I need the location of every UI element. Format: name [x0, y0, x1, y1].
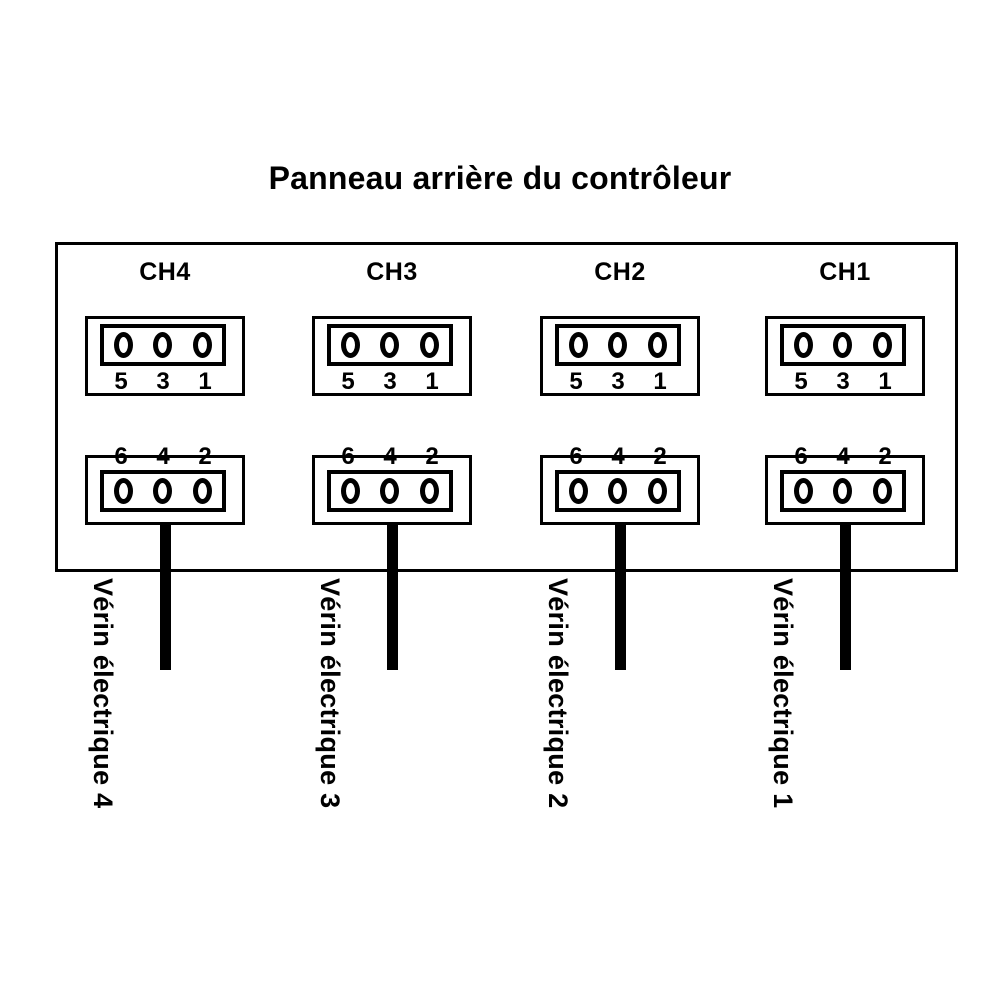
pin-ch2-5[interactable]	[569, 332, 589, 358]
pin-housing-ch2-top	[555, 324, 681, 366]
connector-ch1-bottom[interactable]: 6 4 2	[765, 445, 925, 525]
cable-ch1	[840, 525, 851, 670]
pin-ch2-6[interactable]	[569, 478, 589, 504]
connector-ch3-top[interactable]: 5 3 1	[312, 316, 472, 396]
pin-ch4-5[interactable]	[114, 332, 134, 358]
pin-housing-ch1-top	[780, 324, 906, 366]
pin-numbers-ch2-top: 5 3 1	[555, 370, 681, 394]
pin-ch4-3[interactable]	[153, 332, 173, 358]
pin-number-ch2-2: 2	[653, 443, 667, 470]
channel-group-ch1: CH1 5 3 1 6 4 2	[765, 0, 925, 1000]
pin-number-ch2-5: 5	[569, 368, 583, 395]
pin-number-ch4-3: 3	[156, 368, 170, 395]
pin-housing-ch3-bottom	[327, 470, 453, 512]
connector-ch1-top[interactable]: 5 3 1	[765, 316, 925, 396]
channel-label-ch4: CH4	[139, 258, 191, 286]
pin-ch4-6[interactable]	[114, 478, 134, 504]
pin-ch1-1[interactable]	[872, 332, 892, 358]
channel-group-ch2: CH2 5 3 1 6 4 2	[540, 0, 700, 1000]
actuator-label-ch2: Vérin électrique 2	[543, 578, 573, 809]
pin-ch1-4[interactable]	[833, 478, 853, 504]
pin-numbers-ch3-bottom: 6 4 2	[327, 445, 453, 469]
pin-ch3-3[interactable]	[380, 332, 400, 358]
pin-number-ch2-6: 6	[569, 443, 583, 470]
pin-housing-ch4-top	[100, 324, 226, 366]
pin-number-ch3-4: 4	[383, 443, 397, 470]
actuator-label-ch3: Vérin électrique 3	[315, 578, 345, 809]
pin-ch3-2[interactable]	[419, 478, 439, 504]
pin-ch2-4[interactable]	[608, 478, 628, 504]
channel-group-ch4: CH4 5 3 1 6 4 2	[85, 0, 245, 1000]
connector-ch3-bottom[interactable]: 6 4 2	[312, 445, 472, 525]
pin-numbers-ch1-bottom: 6 4 2	[780, 445, 906, 469]
pin-number-ch3-5: 5	[341, 368, 355, 395]
pin-housing-ch1-bottom	[780, 470, 906, 512]
pin-number-ch2-4: 4	[611, 443, 625, 470]
pin-ch4-1[interactable]	[192, 332, 212, 358]
cable-ch4	[160, 525, 171, 670]
cable-ch2	[615, 525, 626, 670]
pin-number-ch3-2: 2	[425, 443, 439, 470]
pin-ch2-3[interactable]	[608, 332, 628, 358]
pin-ch1-5[interactable]	[794, 332, 814, 358]
channel-label-ch3: CH3	[366, 258, 418, 286]
actuator-label-ch4: Vérin électrique 4	[88, 578, 118, 809]
pin-number-ch3-3: 3	[383, 368, 397, 395]
pin-number-ch3-1: 1	[425, 368, 439, 395]
connector-ch4-top[interactable]: 5 3 1	[85, 316, 245, 396]
pin-numbers-ch1-top: 5 3 1	[780, 370, 906, 394]
pin-ch2-1[interactable]	[647, 332, 667, 358]
pin-ch3-6[interactable]	[341, 478, 361, 504]
pin-ch1-6[interactable]	[794, 478, 814, 504]
pin-ch2-2[interactable]	[647, 478, 667, 504]
channel-label-ch2: CH2	[594, 258, 646, 286]
pin-ch4-2[interactable]	[192, 478, 212, 504]
channel-label-ch1: CH1	[819, 258, 871, 286]
pin-number-ch1-2: 2	[878, 443, 892, 470]
pin-number-ch2-1: 1	[653, 368, 667, 395]
connector-ch4-bottom[interactable]: 6 4 2	[85, 445, 245, 525]
page-title: Panneau arrière du contrôleur	[268, 160, 732, 196]
pin-number-ch1-6: 6	[794, 443, 808, 470]
pin-numbers-ch4-bottom: 6 4 2	[100, 445, 226, 469]
channel-group-ch3: CH3 5 3 1 6 4 2	[312, 0, 472, 1000]
pin-number-ch4-4: 4	[156, 443, 170, 470]
pin-numbers-ch4-top: 5 3 1	[100, 370, 226, 394]
pin-number-ch2-3: 3	[611, 368, 625, 395]
cable-ch3	[387, 525, 398, 670]
pin-housing-ch4-bottom	[100, 470, 226, 512]
pin-ch1-2[interactable]	[872, 478, 892, 504]
pin-number-ch3-6: 6	[341, 443, 355, 470]
pin-ch3-5[interactable]	[341, 332, 361, 358]
pin-number-ch4-5: 5	[114, 368, 128, 395]
pin-ch1-3[interactable]	[833, 332, 853, 358]
pin-number-ch1-5: 5	[794, 368, 808, 395]
pin-number-ch1-4: 4	[836, 443, 850, 470]
pin-ch4-4[interactable]	[153, 478, 173, 504]
pin-housing-ch3-top	[327, 324, 453, 366]
pin-number-ch4-6: 6	[114, 443, 128, 470]
pin-numbers-ch3-top: 5 3 1	[327, 370, 453, 394]
pin-housing-ch2-bottom	[555, 470, 681, 512]
pin-numbers-ch2-bottom: 6 4 2	[555, 445, 681, 469]
pin-number-ch4-1: 1	[198, 368, 212, 395]
actuator-label-ch1: Vérin électrique 1	[768, 578, 798, 809]
pin-number-ch1-1: 1	[878, 368, 892, 395]
pin-number-ch1-3: 3	[836, 368, 850, 395]
connector-ch2-bottom[interactable]: 6 4 2	[540, 445, 700, 525]
pin-ch3-1[interactable]	[419, 332, 439, 358]
pin-number-ch4-2: 2	[198, 443, 212, 470]
pin-ch3-4[interactable]	[380, 478, 400, 504]
connector-ch2-top[interactable]: 5 3 1	[540, 316, 700, 396]
